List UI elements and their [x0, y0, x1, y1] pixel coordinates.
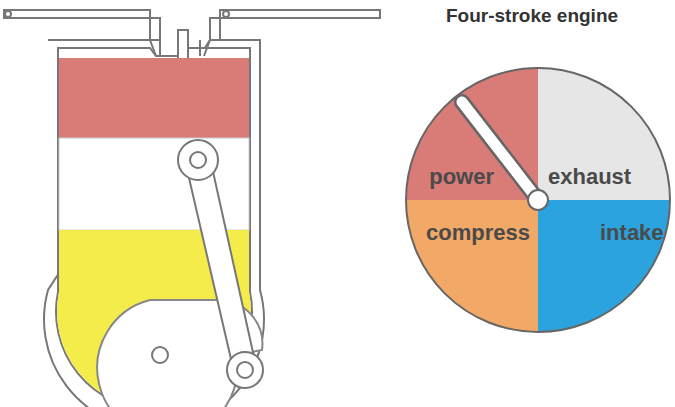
- stroke-label: exhaust: [548, 166, 631, 188]
- wrist-pin-end: [178, 140, 218, 180]
- stroke-label: power: [429, 166, 494, 188]
- stroke-label: compress: [426, 222, 530, 244]
- cycle-pie: [406, 68, 670, 332]
- crank-shaft: [152, 347, 168, 363]
- connecting-rod: [186, 158, 256, 372]
- stroke-label: intake: [600, 222, 664, 244]
- combustion-gas: [59, 58, 249, 138]
- pipes: [4, 10, 380, 48]
- crank-pin-end: [227, 352, 263, 388]
- diagram-title: Four-stroke engine: [446, 6, 618, 25]
- cylinder: [44, 40, 264, 407]
